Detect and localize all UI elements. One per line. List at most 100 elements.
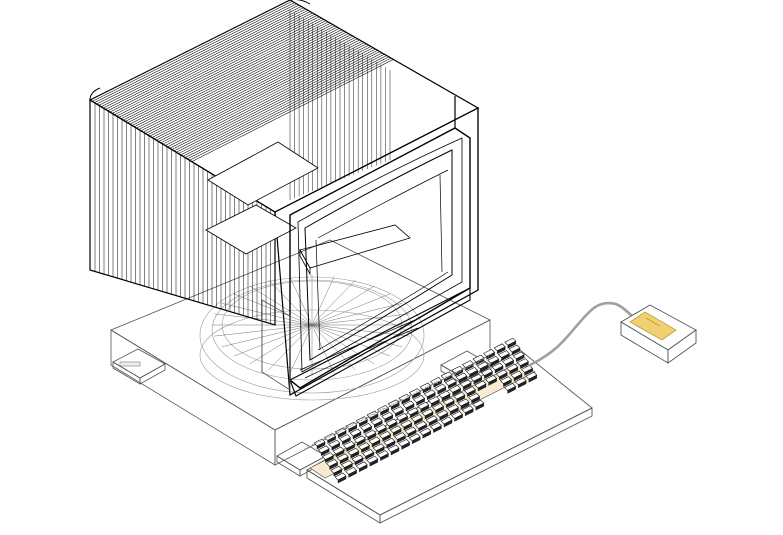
key-side [433,425,442,433]
key-side [418,424,427,432]
wire-line [311,324,375,365]
wire-line [89,0,291,101]
key-side [363,426,372,434]
texture-dot [306,446,309,449]
texture-dot [379,409,382,411]
texture-dot [421,389,423,392]
texture-dot [374,412,377,414]
texture-dot [320,439,323,441]
texture-dot [377,410,379,413]
wire-line [191,59,394,162]
key-side [505,360,514,368]
texture-dot [364,418,367,420]
texture-dot [410,394,413,396]
texture-dot [440,379,442,381]
key-side [513,373,523,382]
texture-dot [359,419,361,422]
texture-dot [351,424,354,426]
wire-line [214,324,313,337]
key-side [416,398,425,406]
texture-dot [315,442,318,444]
texture-dot [463,367,465,369]
wire-line [131,24,333,126]
key-side [497,346,506,355]
texture-dot [391,403,393,405]
texture-dot [403,398,405,401]
texture-dot [310,445,313,447]
wire-line [92,1,293,102]
key-side [439,412,448,421]
texture-dot [439,380,441,383]
texture-dot [426,386,428,389]
wire-line [187,56,390,160]
wire-line [129,22,331,125]
texture-dot [396,401,399,404]
key-side [441,393,451,402]
texture-dot [435,382,437,384]
key-side [371,439,381,448]
key-side [420,404,429,413]
key-side [380,453,389,461]
texture-dot [464,367,467,369]
texture-dot [354,422,356,425]
texture-dot [458,370,460,372]
key-side [518,380,527,389]
texture-dot [360,419,363,422]
mouse-button [629,311,677,341]
texture-dot [352,422,355,425]
texture-dot [347,425,350,428]
key-side [331,442,340,451]
key-side [524,368,533,376]
wire-line [103,7,304,109]
key-side [467,389,476,397]
key-side [342,437,351,445]
key-side [471,396,480,404]
key-side [374,420,383,429]
key-side [321,448,330,457]
texture-dot [428,385,431,387]
key-side [456,394,465,403]
texture-dot [319,440,322,443]
key-side [316,441,326,450]
keyboard-keys [313,337,538,484]
key-side [369,413,379,422]
monitor-top-hatch [89,0,394,200]
key-side [429,418,438,427]
wire-line [180,52,383,156]
wire-line [182,53,385,157]
key-side [516,354,525,363]
texture-dot [459,370,462,372]
key-side [401,442,410,450]
texture-dot [419,389,422,392]
key-side [337,475,347,484]
texture-dot [412,394,414,396]
key-side [388,421,398,430]
wire-line [165,43,367,146]
key-side [348,470,357,478]
texture-dot [364,416,366,419]
wire-line [120,17,322,119]
texture-dot [424,386,427,389]
texture-dot [378,410,381,413]
key-side [376,446,385,455]
texture-dot [346,425,348,428]
texture-dot [418,389,420,392]
texture-dot [397,400,400,402]
key-side [354,457,364,466]
texture-dot [337,430,339,432]
key-side [412,436,421,445]
key-side [511,347,521,356]
key-side [431,399,440,407]
crt-monitor [88,0,480,397]
texture-dot [454,373,457,375]
texture-dot [367,416,369,419]
texture-dot [427,386,430,389]
texture-dot [382,407,384,410]
texture-dot [449,374,451,377]
key-side [503,379,512,387]
wire-line [127,21,329,124]
texture-dot [363,418,365,420]
key-side [348,424,357,433]
texture-dot [333,433,336,435]
texture-dot [331,434,333,437]
